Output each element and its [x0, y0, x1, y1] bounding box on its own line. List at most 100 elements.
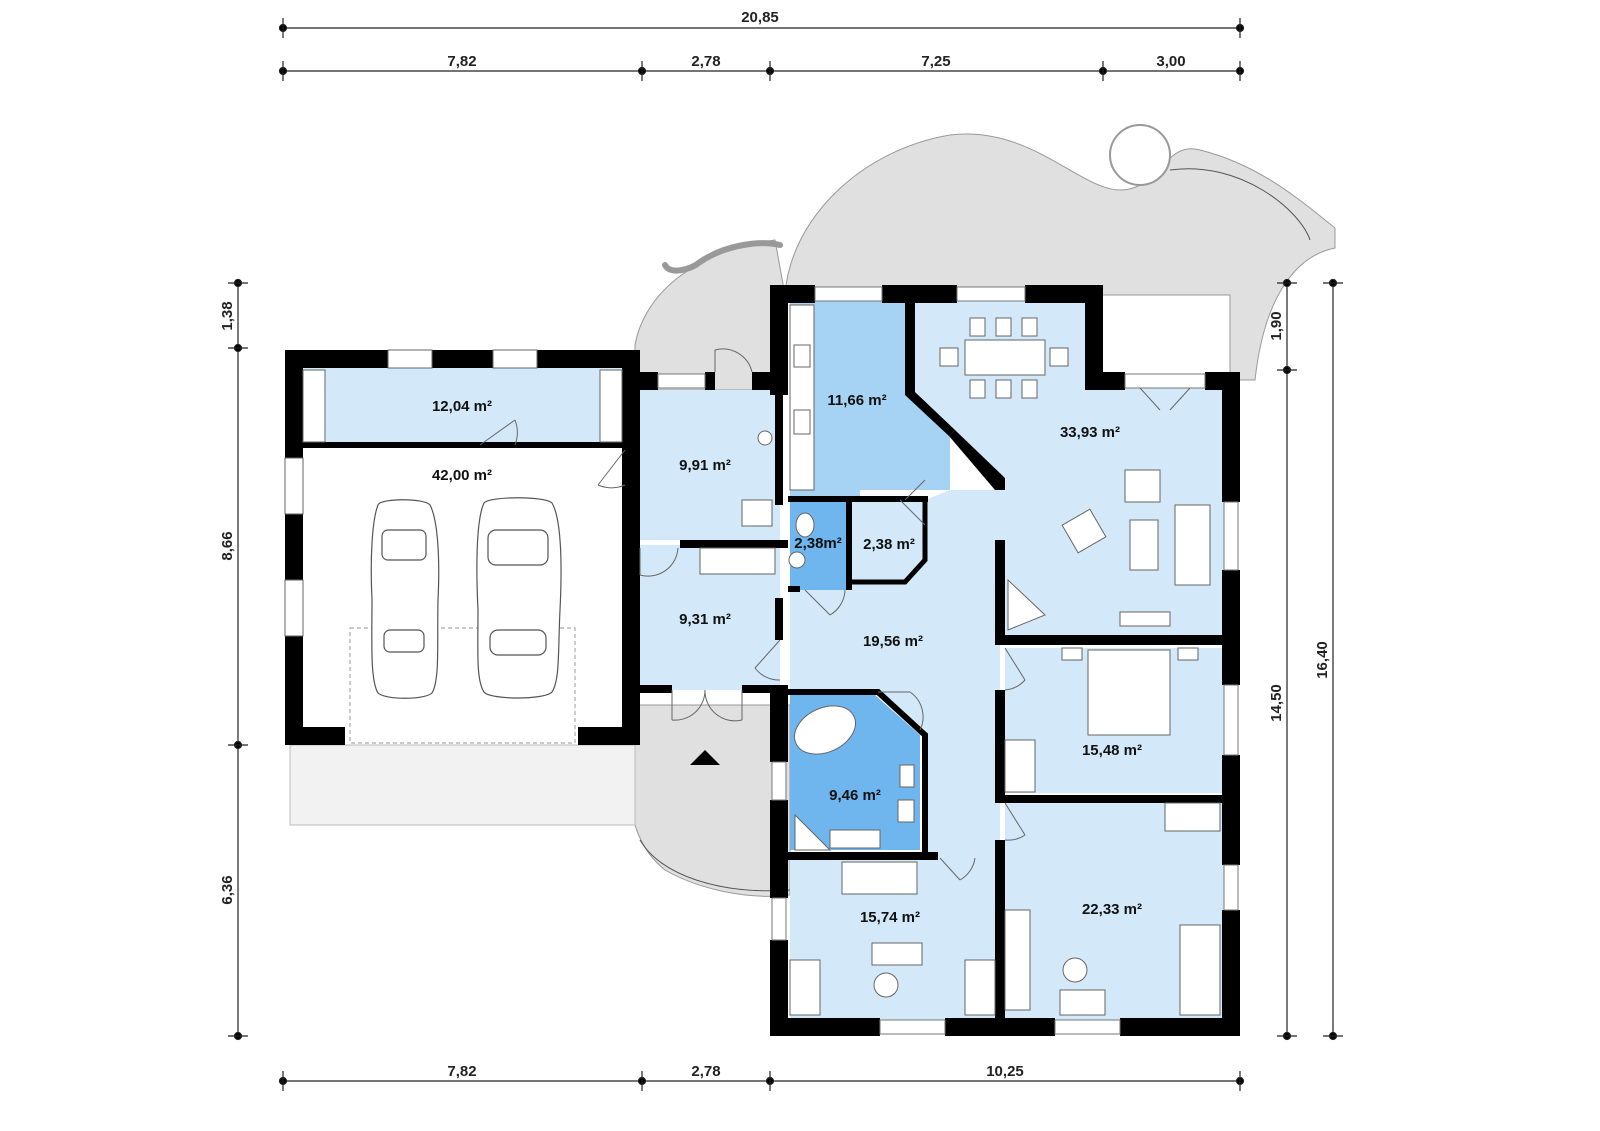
storage-fill: [300, 368, 630, 448]
window-large-right: [1223, 864, 1239, 911]
dim-right-outer: 16,40: [1314, 641, 1331, 679]
room-label-room-left: 9,31 m²: [679, 611, 731, 628]
window-master-right: [1223, 684, 1239, 756]
wall-kitchen-diagonal: [905, 300, 955, 436]
dining-chair: [969, 317, 986, 337]
wall-main-right-2: [1222, 570, 1240, 685]
wall-main-right-step: [1085, 285, 1103, 390]
entrance-rail: [639, 839, 791, 892]
door-bath: [878, 691, 924, 731]
dim-right-inner-2: 14,50: [1268, 684, 1285, 722]
terraces: [289, 124, 1336, 897]
door-room-left: [639, 547, 679, 577]
window-bath-left: [771, 761, 787, 801]
bath-toilet-2: [897, 799, 915, 823]
car-left-rear: [383, 629, 425, 653]
cabinet-storage-right: [599, 369, 623, 443]
wall-living-bottom: [995, 635, 1225, 645]
desk-small: [871, 942, 923, 966]
wall-main-top-right: [1025, 285, 1103, 303]
wall-main-right-4: [1222, 910, 1240, 1035]
dining-chair: [1021, 317, 1038, 337]
wall-wc-top: [788, 496, 928, 502]
wall-main-left-lower-2: [770, 940, 788, 1035]
bath-vanity: [829, 829, 881, 849]
room-label-bedroom-large: 22,33 m²: [1082, 901, 1142, 918]
door-closet: [899, 499, 926, 526]
wall-bedroom-small-top: [788, 852, 938, 860]
wall-main-left-lower: [770, 800, 788, 898]
wall-living-diagonal: [949, 430, 1005, 490]
wall-main-right-3: [1222, 755, 1240, 865]
window-garage-top-2: [492, 349, 538, 369]
shower: [794, 813, 832, 851]
wall-main-bottom-mid: [945, 1018, 1055, 1036]
wall-util-bottom: [630, 685, 672, 693]
furniture: [302, 304, 1221, 1016]
bathtub: [794, 705, 856, 755]
wardrobe-large-2: [1004, 909, 1031, 1011]
car-right-windshield: [487, 529, 549, 566]
wall-garage-bottom-left: [285, 727, 345, 745]
entrance-terrace: [629, 704, 791, 897]
wall-util-bottom2: [742, 685, 788, 693]
wardrobe-large: [1164, 802, 1221, 832]
wall-garage-left: [285, 350, 303, 745]
double-bed: [1087, 649, 1171, 736]
room-labels: 12,04 m² 42,00 m² 9,91 m² 11,66 m² 33,93…: [432, 392, 1142, 926]
dining-chair: [995, 317, 1012, 337]
door-master: [1004, 647, 1026, 691]
dim-bottom-seg-2: 2,78: [691, 1063, 720, 1080]
bath-toilet: [899, 764, 915, 788]
cars: [349, 497, 576, 744]
window-garage-top-1: [387, 349, 433, 369]
dim-top-seg-3: 7,25: [921, 53, 950, 70]
dim-left-seg-2: 8,66: [219, 531, 236, 560]
coffee-table: [1129, 519, 1159, 571]
wall-master-bottom: [995, 795, 1225, 803]
cabinet-room-left: [699, 547, 776, 575]
sofa-small: [841, 861, 918, 895]
dim-top-total: 20,85: [741, 9, 779, 26]
side-terrace: [634, 239, 786, 391]
door-storage: [479, 419, 518, 446]
wall-wc-divider: [846, 500, 852, 590]
room-label-closet: 2,38 m²: [863, 536, 915, 553]
window-garage-left-1: [284, 457, 304, 515]
door-living-terrace: [1139, 387, 1191, 411]
dining-table: [964, 339, 1046, 376]
doors: [479, 348, 1191, 881]
wall-main-bottom-right: [1120, 1018, 1240, 1036]
wall-hall-right3: [995, 840, 1005, 1020]
nightstand: [1061, 647, 1083, 661]
tv-cabinet: [1119, 611, 1171, 627]
door-kitchen-hall: [904, 479, 926, 501]
wall-util-left: [630, 390, 638, 690]
room-label-wc: 2,38m²: [794, 535, 842, 552]
dining-chair: [1049, 347, 1069, 367]
wall-garage-bottom-right: [578, 727, 640, 745]
wall-main-right: [1222, 372, 1240, 502]
window-small-bottom: [879, 1019, 946, 1035]
dining-chair: [939, 347, 959, 367]
armchair: [1061, 508, 1107, 554]
garage-door-zone: [349, 627, 576, 744]
utility-sink: [757, 430, 773, 446]
window-living-door: [1124, 373, 1206, 389]
wall-util-right: [775, 390, 783, 505]
window-living-right: [1223, 501, 1239, 571]
door-entrance: [671, 689, 743, 722]
wall-wc-bottom: [788, 586, 800, 592]
car-right: [476, 497, 562, 699]
side-terrace-rail: [662, 240, 783, 274]
entrance-arrow: [690, 750, 720, 765]
sink: [793, 344, 811, 368]
walls: [284, 285, 1240, 1036]
garage-apron: [289, 744, 636, 826]
dim-right-inner-1: 1,90: [1268, 311, 1285, 340]
room-label-living: 33,93 m²: [1060, 424, 1120, 441]
closet-fill: [852, 500, 925, 580]
wall-closet-edge: [850, 500, 928, 585]
wall-main-top-mid: [882, 285, 957, 303]
